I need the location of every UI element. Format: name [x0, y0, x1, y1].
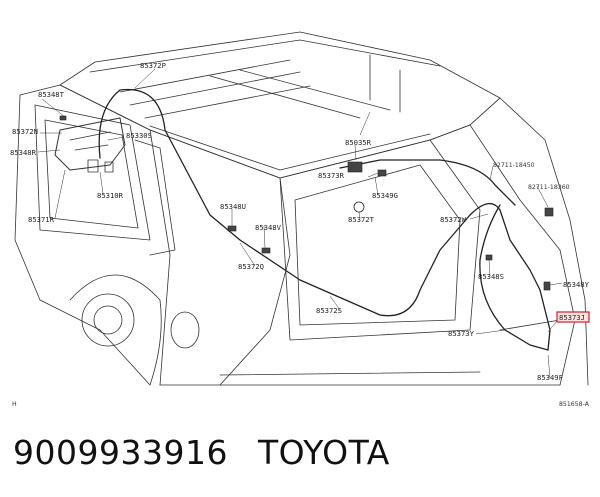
door-opening	[149, 129, 291, 386]
label-85373J: 85373J	[559, 313, 585, 322]
label-85373Y: 85373Y	[448, 329, 475, 338]
label-82711-18450: 82711-18450	[493, 162, 535, 169]
label-85348T: 85348T	[38, 90, 65, 99]
label-85372N: 85372N	[12, 127, 38, 136]
wheel-arch	[69, 274, 162, 386]
label-82711-18360: 82711-18360	[528, 184, 570, 191]
label-85371R: 85371R	[28, 215, 55, 224]
drawing-code: 851658-A	[559, 401, 590, 408]
label-85330S: 85330S	[126, 131, 152, 140]
label-85372P: 85372P	[140, 61, 166, 70]
label-85372T: 85372T	[348, 215, 375, 224]
label-85348S: 85348S	[478, 272, 504, 281]
parts-diagram: 85348T 85372N 85348R 85371R 85330S 85310…	[10, 31, 590, 408]
label-85349G: 85349G	[372, 191, 398, 200]
label-85373R: 85373R	[318, 171, 345, 180]
label-85372W: 85372W	[440, 215, 467, 224]
brand-name: TOYOTA	[257, 433, 390, 472]
label-85348Y: 85348Y	[563, 280, 590, 289]
washer-hose	[98, 88, 551, 351]
roof-rail-left	[89, 39, 441, 73]
corner-mark: H	[12, 401, 17, 408]
part-number: 9009933916	[13, 433, 228, 472]
highlight-box	[556, 311, 590, 323]
roof-rail-front	[149, 125, 431, 171]
label-85348U: 85348U	[220, 202, 246, 211]
caption: 9009933916 TOYOTA	[13, 433, 390, 473]
label-85035R: 85035R	[345, 138, 372, 147]
rear-window	[279, 139, 481, 341]
label-85348V: 85348V	[255, 223, 282, 232]
label-85349F: 85349F	[537, 373, 563, 382]
washer-tank	[54, 117, 126, 171]
label-85372S: 85372S	[316, 306, 342, 315]
label-85372Q: 85372Q	[238, 262, 264, 271]
label-85348R: 85348R	[10, 148, 37, 157]
label-85310R: 85310R	[97, 191, 124, 200]
rear-pillar	[429, 124, 576, 386]
